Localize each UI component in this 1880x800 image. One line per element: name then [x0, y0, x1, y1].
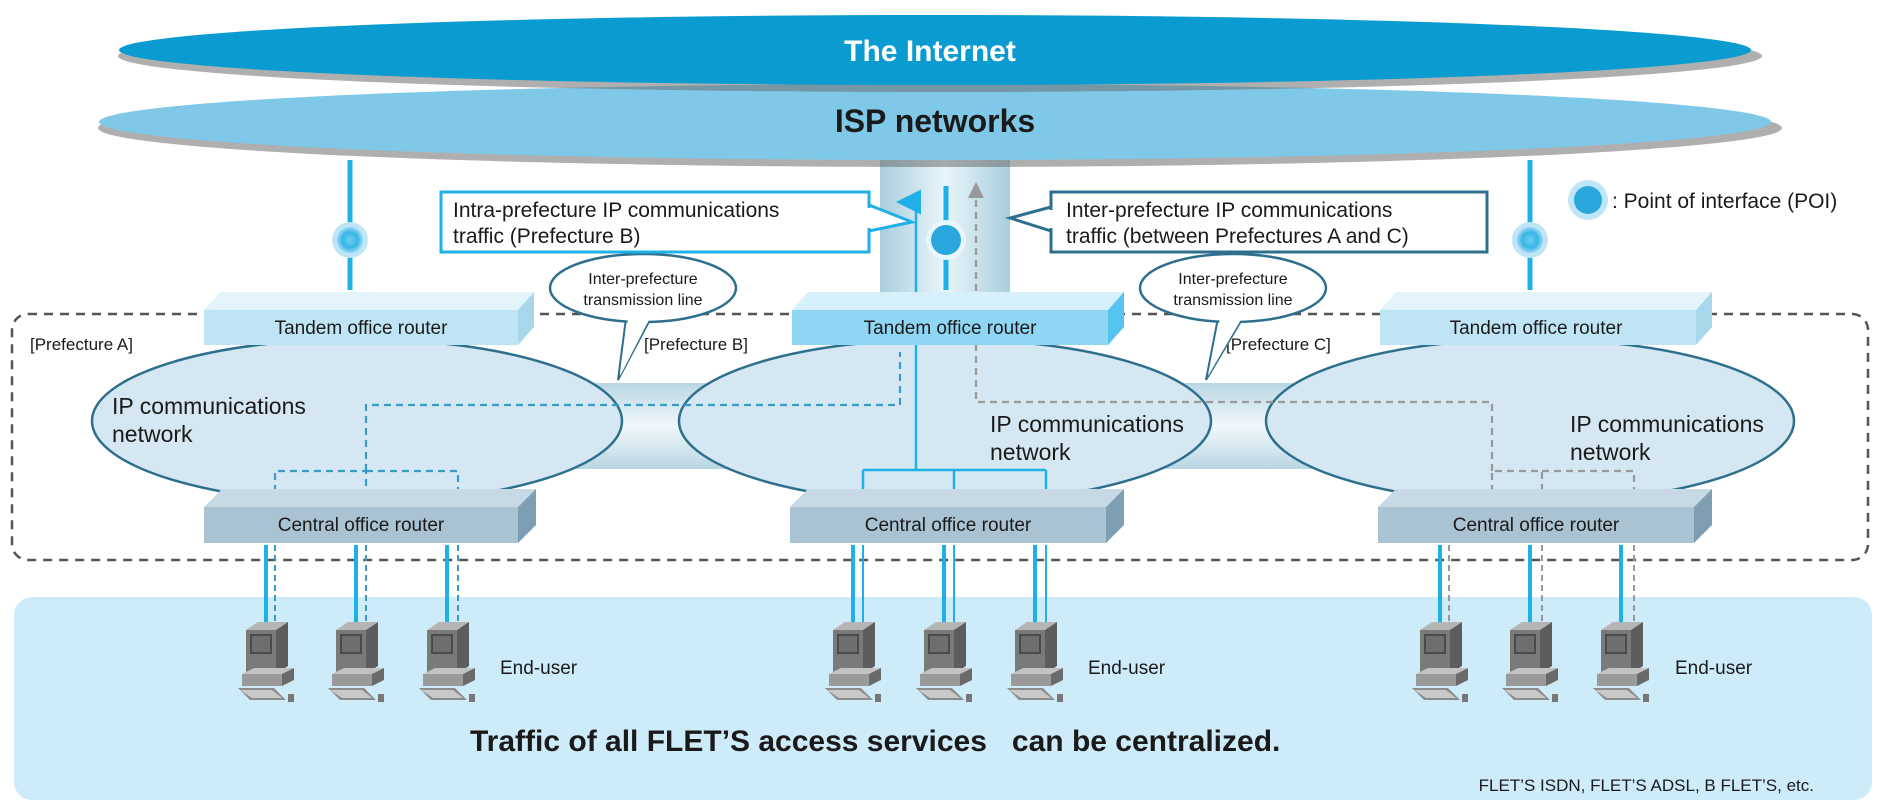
- ip-network-label: IP communications: [1570, 411, 1764, 437]
- transmission-bubble-label: Inter-prefecture: [1178, 271, 1287, 288]
- isp-label: ISP networks: [835, 103, 1035, 139]
- end-user-label: End-user: [1088, 658, 1166, 679]
- prefecture-label: [Prefecture A]: [30, 335, 133, 354]
- central-router-label: Central office router: [1453, 515, 1620, 536]
- tandem-router-label: Tandem office router: [275, 318, 449, 339]
- poi-legend: : Point of interface (POI): [1568, 180, 1837, 220]
- central-router-label: Central office router: [278, 515, 445, 536]
- ip-network-label: network: [990, 439, 1071, 465]
- callout-intra-text: traffic (Prefecture B): [453, 225, 641, 248]
- prefecture-label: [Prefecture C]: [1226, 335, 1331, 354]
- transmission-bubble-label: transmission line: [583, 292, 702, 309]
- callout-intra-text: Intra-prefecture IP communications: [453, 199, 779, 222]
- central-router-c: Central office router: [1378, 489, 1712, 543]
- tandem-router-b: Tandem office router: [792, 292, 1124, 345]
- internet-label: The Internet: [844, 35, 1016, 68]
- access-lines: [264, 545, 1635, 625]
- ip-network-label: IP communications: [112, 393, 306, 419]
- poi-icon: [1512, 222, 1548, 258]
- callout-inter: Inter-prefecture IP communications traff…: [1004, 190, 1489, 254]
- bottom-headline: Traffic of all FLET’S access services ca…: [470, 725, 1280, 758]
- ip-network-label: network: [112, 421, 193, 447]
- poi-legend-label: : Point of interface (POI): [1612, 190, 1837, 213]
- transmission-bubble-label: Inter-prefecture: [588, 271, 697, 288]
- tandem-router-a: Tandem office router: [204, 292, 534, 345]
- callout-intra: Intra-prefecture IP communications traff…: [439, 190, 918, 254]
- central-router-b: Central office router: [790, 489, 1124, 543]
- poi-icon: [926, 220, 966, 260]
- bottom-note: FLET’S ISDN, FLET’S ADSL, B FLET’S, etc.: [1479, 776, 1814, 795]
- poi-icon: [332, 222, 368, 258]
- end-user-label: End-user: [500, 658, 578, 679]
- transmission-line-bubble: Inter-prefecture transmission line: [548, 252, 738, 381]
- prefecture-label: [Prefecture B]: [644, 335, 748, 354]
- tandem-router-label: Tandem office router: [1450, 318, 1624, 339]
- ip-network-label: network: [1570, 439, 1651, 465]
- isp-networks-disc: [99, 84, 1771, 160]
- internet-disc: [119, 15, 1751, 85]
- transmission-bubble-label: transmission line: [1173, 292, 1292, 309]
- central-router-a: Central office router: [204, 489, 536, 543]
- callout-inter-text: traffic (between Prefectures A and C): [1066, 225, 1409, 248]
- end-user-label: End-user: [1675, 658, 1753, 679]
- tandem-router-c: Tandem office router: [1380, 292, 1712, 345]
- transmission-line-bubble: Inter-prefecture transmission line: [1138, 252, 1328, 381]
- tandem-router-label: Tandem office router: [864, 318, 1038, 339]
- ip-network-label: IP communications: [990, 411, 1184, 437]
- callout-inter-text: Inter-prefecture IP communications: [1066, 199, 1392, 222]
- central-router-label: Central office router: [865, 515, 1032, 536]
